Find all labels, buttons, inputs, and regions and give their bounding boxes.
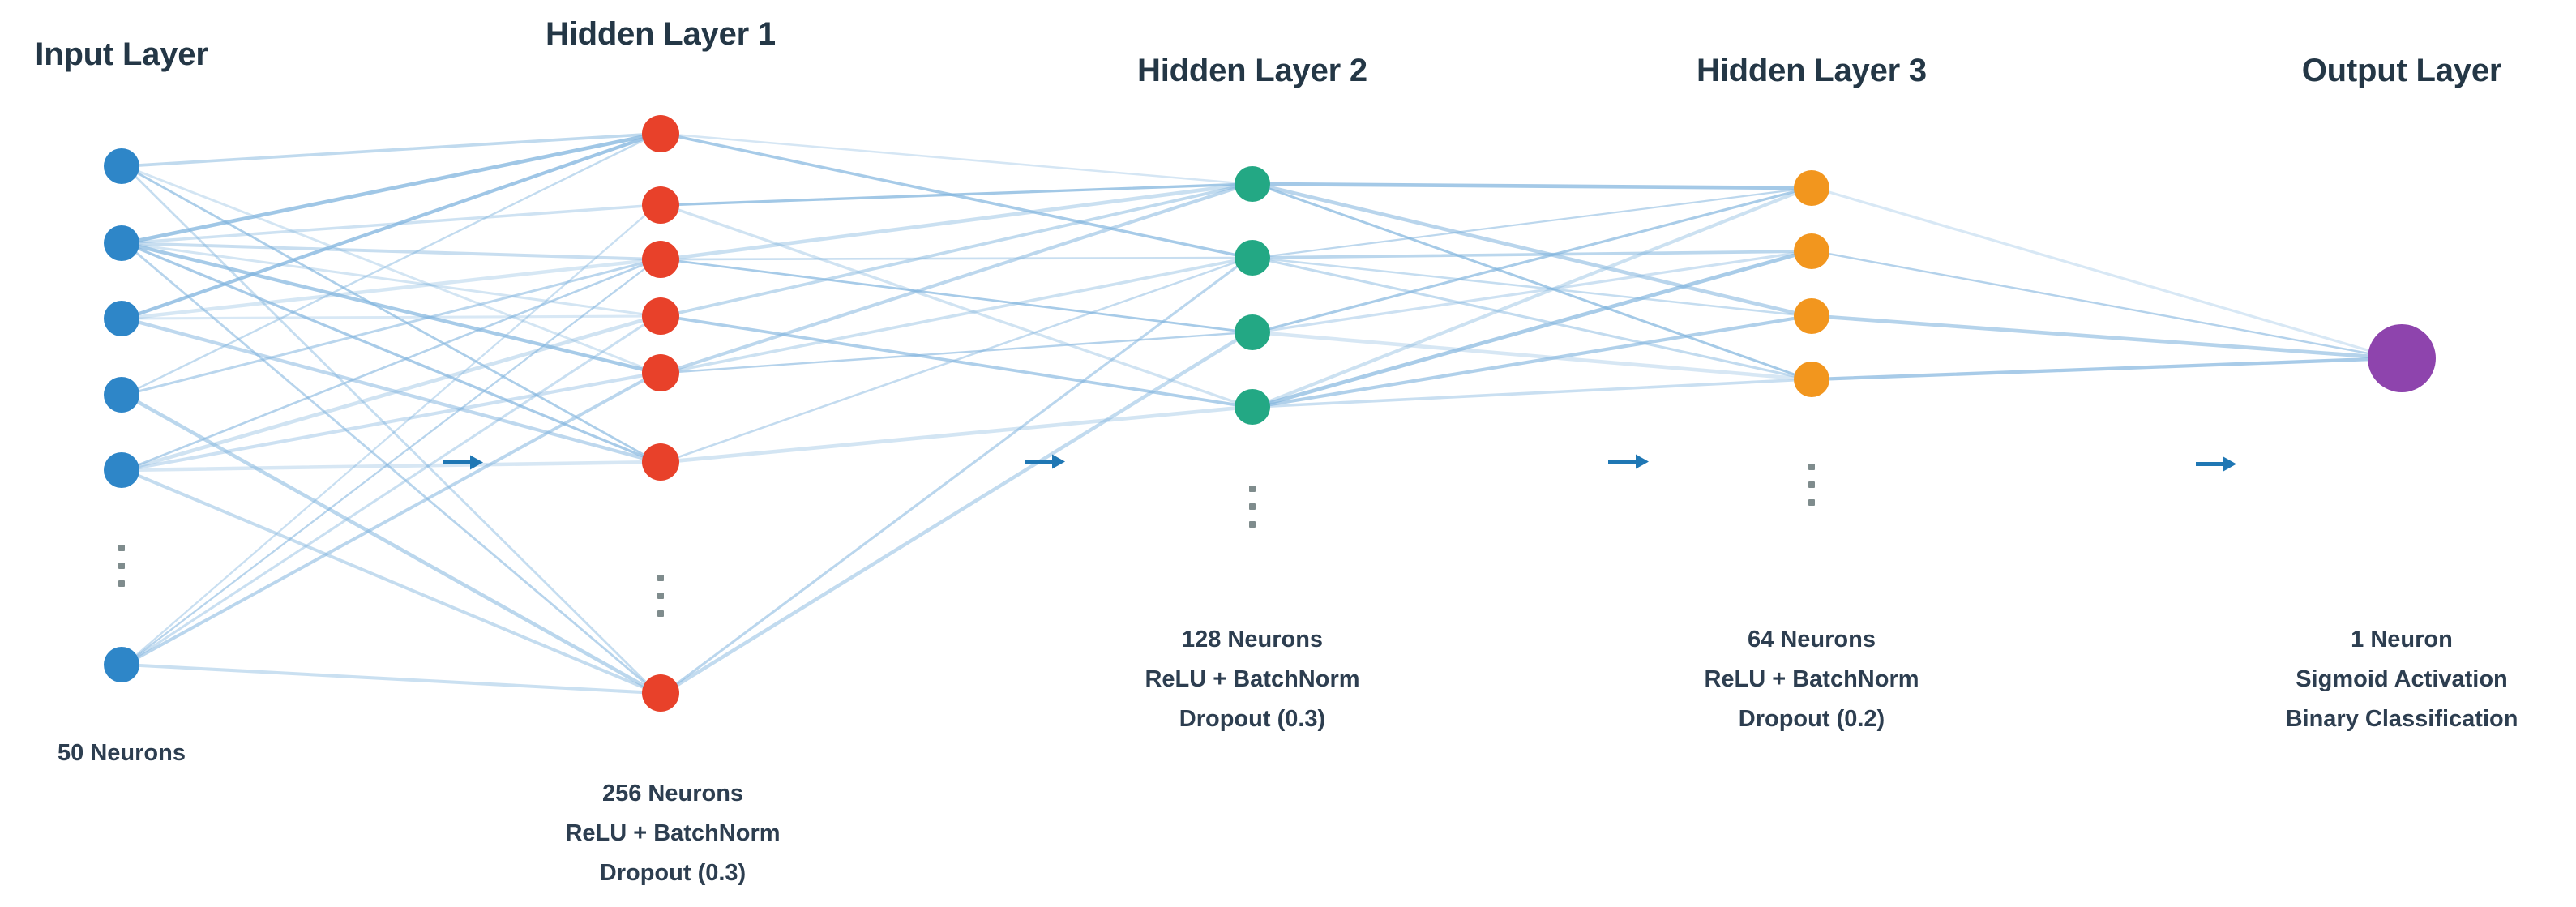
neuron-input-5	[104, 452, 139, 488]
caption-line: 256 Neurons	[601, 781, 744, 806]
neuron-hidden3-2	[1794, 233, 1829, 269]
vertical-ellipsis-hidden3	[1808, 464, 1815, 506]
layer-title-input: Input Layer	[35, 36, 208, 72]
layer-title-hidden3: Hidden Layer 3	[1697, 53, 1927, 88]
ellipsis-dot	[657, 610, 664, 617]
arrow-hidden1-to-hidden2-icon	[1023, 451, 1068, 477]
ellipsis-dot	[1808, 481, 1815, 488]
neuron-input-3	[104, 301, 139, 336]
neuron-hidden2-3	[1235, 314, 1270, 350]
caption-line: Dropout (0.3)	[599, 860, 747, 886]
layer-title-output: Output Layer	[2301, 53, 2502, 88]
ellipsis-dot	[118, 545, 125, 551]
neuron-hidden3-3	[1794, 298, 1829, 334]
neuron-hidden1-4	[642, 297, 679, 335]
caption-line: ReLU + BatchNorm	[1704, 666, 1919, 692]
caption-line: Sigmoid Activation	[2296, 666, 2508, 692]
ellipsis-dot	[1808, 464, 1815, 470]
ellipsis-dot	[657, 593, 664, 599]
layer-title-hidden1: Hidden Layer 1	[546, 16, 776, 52]
ellipsis-dot	[118, 580, 125, 587]
neuron-output-1	[2368, 324, 2436, 392]
caption-line: ReLU + BatchNorm	[565, 820, 781, 846]
layer-title-hidden2: Hidden Layer 2	[1137, 53, 1367, 88]
neuron-hidden2-1	[1235, 166, 1270, 202]
neuron-input-2	[104, 225, 139, 261]
vertical-ellipsis-input	[118, 545, 125, 587]
caption-line: Binary Classification	[2285, 706, 2518, 732]
arrow-hidden2-to-hidden3-icon	[1607, 451, 1652, 477]
neuron-hidden1-6	[642, 443, 679, 481]
caption-line: ReLU + BatchNorm	[1145, 666, 1360, 692]
caption-line: Dropout (0.2)	[1738, 706, 1885, 732]
ellipsis-dot	[1249, 503, 1256, 510]
ellipsis-dot	[1249, 521, 1256, 528]
neuron-hidden1-1	[642, 115, 679, 152]
neuron-hidden1-2	[642, 186, 679, 224]
caption-line: 128 Neurons	[1181, 627, 1324, 652]
caption-line: 64 Neurons	[1748, 627, 1876, 652]
vertical-ellipsis-hidden1	[657, 575, 664, 617]
caption-line: 1 Neuron	[2351, 627, 2453, 652]
layer-caption-input: 50 Neurons	[58, 734, 186, 773]
neuron-input-6	[104, 647, 139, 682]
ellipsis-dot	[1808, 499, 1815, 506]
neuron-hidden3-4	[1794, 362, 1829, 397]
neuron-input-1	[104, 148, 139, 184]
neuron-hidden1-5	[642, 354, 679, 391]
neuron-hidden2-4	[1235, 389, 1270, 425]
arrow-input-to-hidden1-icon	[441, 451, 486, 478]
neuron-hidden1-7	[642, 674, 679, 712]
neuron-hidden1-3	[642, 241, 679, 278]
vertical-ellipsis-hidden2	[1249, 486, 1256, 528]
caption-line: 50 Neurons	[58, 740, 186, 766]
ellipsis-dot	[118, 563, 125, 569]
neuron-hidden3-1	[1794, 170, 1829, 206]
arrow-hidden3-to-output-icon	[2194, 453, 2240, 480]
ellipsis-dot	[1249, 486, 1256, 492]
neuron-hidden2-2	[1235, 240, 1270, 276]
ellipsis-dot	[657, 575, 664, 581]
neuron-input-4	[104, 377, 139, 413]
caption-line: Dropout (0.3)	[1179, 706, 1326, 732]
